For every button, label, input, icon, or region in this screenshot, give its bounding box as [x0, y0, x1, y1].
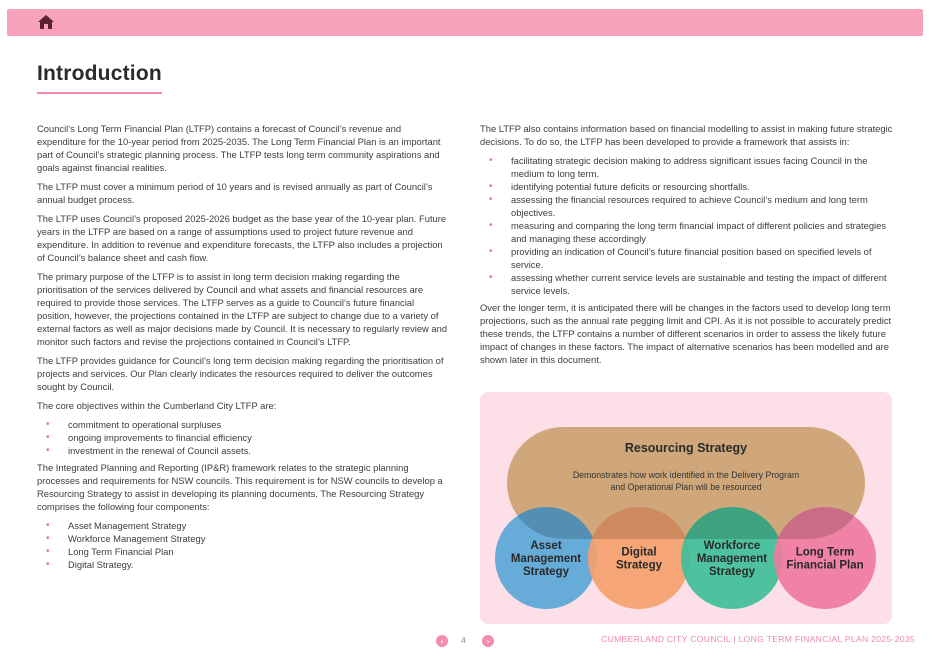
- list-item: Long Term Financial Plan: [37, 545, 449, 558]
- circle-label: Management: [697, 553, 767, 565]
- component-circles: AssetManagementStrategyDigitalStrategyWo…: [495, 507, 876, 609]
- digital-strategy-circle: [588, 507, 690, 609]
- workforce-management-circle: [681, 507, 783, 609]
- page-title: Introduction: [37, 62, 162, 85]
- circle-label: Long Term: [796, 547, 855, 559]
- next-page-button[interactable]: ›: [482, 635, 494, 647]
- list-item: Asset Management Strategy: [37, 519, 449, 532]
- circle-label: Financial Plan: [786, 560, 863, 572]
- resourcing-strategy-diagram: Resourcing Strategy Demonstrates how wor…: [480, 392, 892, 624]
- circle-label: Workforce: [704, 540, 761, 552]
- home-icon[interactable]: [37, 14, 55, 30]
- page-number: 4: [461, 635, 466, 645]
- list-item: measuring and comparing the long term fi…: [480, 219, 895, 245]
- paragraph: Council’s Long Term Financial Plan (LTFP…: [37, 123, 441, 173]
- diagram-subtitle-line-1: Demonstrates how work identified in the …: [573, 470, 799, 480]
- overlap-shade: [588, 507, 690, 539]
- circle-label: Management: [511, 553, 581, 565]
- circle-label: Strategy: [709, 566, 756, 578]
- paragraph: Over the longer term, it is anticipated …: [480, 302, 892, 365]
- paragraph: The LTFP provides guidance for Council’s…: [37, 355, 444, 392]
- components-list: Asset Management Strategy Workforce Mana…: [37, 519, 449, 571]
- diagram-title: Resourcing Strategy: [625, 441, 747, 455]
- paragraph: The core objectives within the Cumberlan…: [37, 400, 277, 411]
- circle-label: Strategy: [523, 566, 570, 578]
- circle-label: Asset: [530, 540, 561, 552]
- paragraph: The LTFP uses Council’s proposed 2025-20…: [37, 213, 447, 263]
- resourcing-strategy-shape: [507, 427, 865, 539]
- diagram-subtitle-line-2: and Operational Plan will be resourced: [610, 482, 761, 492]
- list-item: identifying potential future deficits or…: [480, 180, 895, 193]
- circle-label: Strategy: [616, 560, 663, 572]
- circle-label: Digital: [621, 547, 656, 559]
- left-column: Council’s Long Term Financial Plan (LTFP…: [37, 122, 449, 575]
- framework-list: facilitating strategic decision making t…: [480, 154, 895, 297]
- paragraph: The primary purpose of the LTFP is to as…: [37, 271, 448, 347]
- objectives-list: commitment to operational surpluses ongo…: [37, 418, 449, 457]
- header-bar: [7, 9, 923, 36]
- diagram-svg: Resourcing Strategy Demonstrates how wor…: [495, 427, 876, 609]
- paragraph: The Integrated Planning and Reporting (I…: [37, 462, 443, 512]
- list-item: Digital Strategy.: [37, 558, 449, 571]
- title-underline: [37, 92, 162, 94]
- footer-title: CUMBERLAND CITY COUNCIL | LONG TERM FINA…: [601, 634, 915, 644]
- overlap-shade: [681, 507, 783, 539]
- long-term-financial-plan-circle: [774, 507, 876, 609]
- list-item: assessing the financial resources requir…: [480, 193, 895, 219]
- list-item: Workforce Management Strategy: [37, 532, 449, 545]
- list-item: providing an indication of Council’s fut…: [480, 245, 895, 271]
- asset-management-circle: [495, 507, 597, 609]
- previous-page-button[interactable]: ‹: [436, 635, 448, 647]
- paragraph: The LTFP must cover a minimum period of …: [37, 181, 433, 205]
- list-item: facilitating strategic decision making t…: [480, 154, 895, 180]
- list-item: investment in the renewal of Council ass…: [37, 444, 449, 457]
- list-item: commitment to operational surpluses: [37, 418, 449, 431]
- paragraph: The LTFP also contains information based…: [480, 123, 893, 147]
- list-item: ongoing improvements to financial effici…: [37, 431, 449, 444]
- list-item: assessing whether current service levels…: [480, 271, 895, 297]
- right-column: The LTFP also contains information based…: [480, 122, 895, 372]
